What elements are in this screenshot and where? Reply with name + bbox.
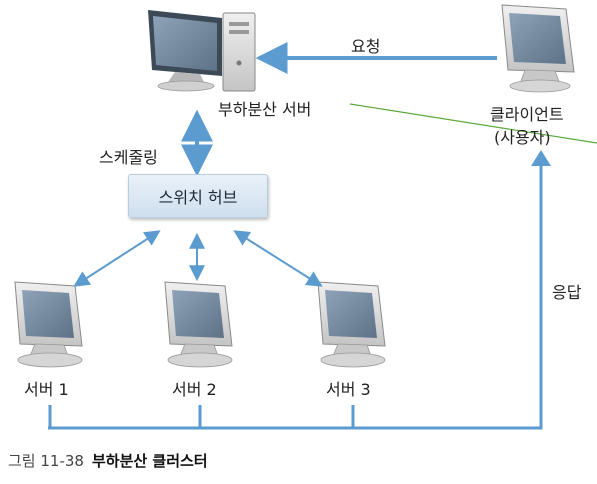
load-balancer-computer-icon — [148, 10, 256, 92]
scheduling-label: 스케줄링 — [99, 148, 158, 167]
client-monitor-icon — [501, 4, 575, 93]
stray-line — [349, 103, 597, 144]
server-3-monitor-icon — [317, 281, 386, 368]
client-label-line1: 클라이언트 — [490, 105, 564, 124]
server-3-label: 서버 3 — [326, 380, 371, 399]
figure-caption: 그림 11-38 부하분산 클러스터 — [8, 450, 208, 471]
server-1-label: 서버 1 — [24, 380, 69, 399]
switch-hub: 스위치 허브 — [128, 174, 268, 218]
server-2-monitor-icon — [164, 281, 233, 368]
hub-server-1-link — [73, 230, 161, 287]
server-1-monitor-icon — [14, 281, 83, 368]
response-arrowhead — [531, 150, 551, 166]
request-label: 요청 — [351, 37, 381, 56]
hub-server-3-link — [233, 230, 323, 287]
server-2-label: 서버 2 — [172, 380, 217, 399]
figure-number: 그림 11-38 — [8, 452, 84, 470]
client-label-line2: (사용자) — [494, 128, 551, 147]
response-path — [48, 162, 543, 430]
load-balancer-label: 부하분산 서버 — [218, 100, 312, 119]
switch-hub-label: 스위치 허브 — [158, 188, 238, 207]
response-label: 응답 — [552, 283, 582, 302]
figure-title: 부하분산 클러스터 — [91, 452, 208, 470]
